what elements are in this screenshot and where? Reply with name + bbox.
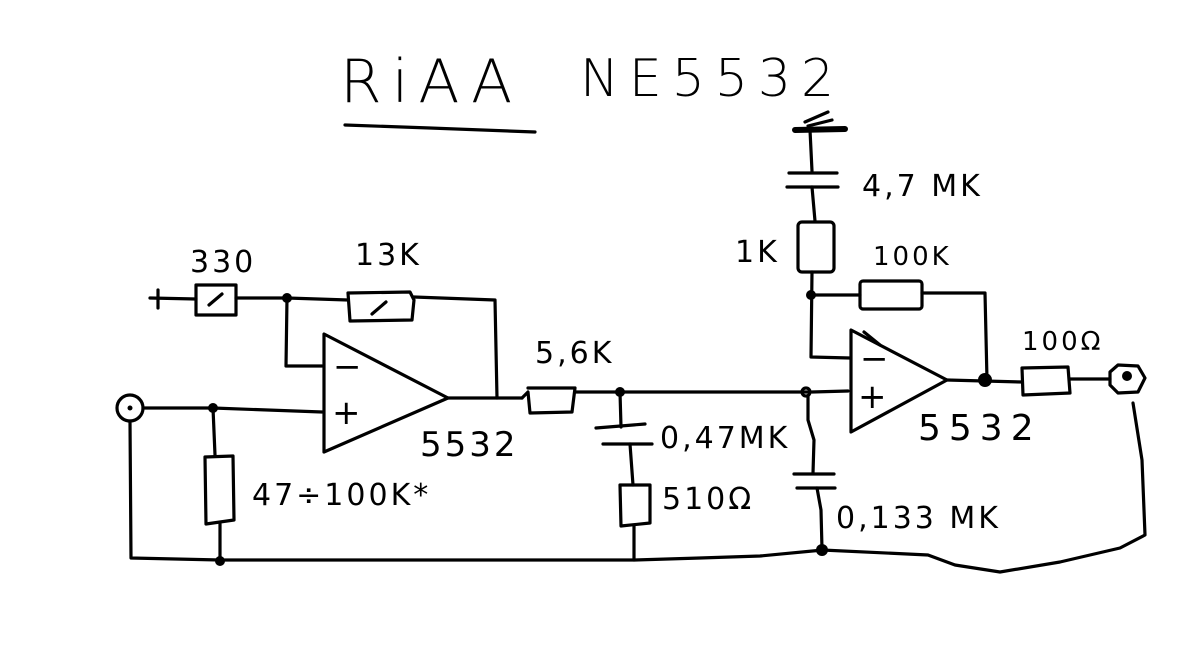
label-c4-7: 4,7 MK: [862, 169, 983, 204]
opamp-1: [322, 332, 450, 454]
wire: [810, 185, 817, 223]
ground-icon: [148, 288, 198, 310]
resistor-13k: [346, 290, 416, 323]
label-r13k: 13K: [355, 238, 422, 273]
output-jack-center: [1122, 371, 1132, 381]
label-r-load: 47÷100K*: [252, 478, 431, 513]
label-r100-ohm: 100Ω: [1022, 327, 1104, 357]
opamp-1-plus: +: [332, 393, 361, 433]
resistor-100-ohm: [1020, 365, 1072, 397]
wire: [806, 394, 816, 475]
label-c0133: 0,133 MK: [836, 501, 1001, 536]
wire: [285, 296, 350, 302]
resistor-13k-mark: [370, 300, 388, 316]
ground-icon: [792, 110, 848, 173]
title-underline: [343, 123, 537, 134]
title-riaa: RiAA: [340, 47, 522, 117]
resistor-1k: [796, 220, 836, 274]
resistor-100k: [858, 279, 924, 311]
label-r100k: 100K: [873, 242, 952, 272]
resistor-510: [618, 483, 652, 528]
label-r330: 330: [190, 245, 256, 280]
opamp-1-label: 5532: [420, 425, 519, 465]
wire: [141, 406, 324, 414]
label-r510: 510Ω: [662, 482, 754, 517]
feedback-wire: [412, 295, 499, 400]
opamp-2-edge: [862, 330, 882, 347]
wire: [815, 486, 824, 551]
wire: [628, 442, 635, 487]
input-jack-center: [127, 405, 133, 411]
resistor-load: [203, 454, 236, 526]
wire: [618, 390, 623, 429]
label-r1k: 1K: [735, 235, 780, 270]
feedback-wire: [920, 291, 989, 382]
resistor-330-mark: [207, 292, 224, 307]
output-jack-icon[interactable]: [1108, 363, 1147, 395]
resistor-330: [194, 283, 238, 317]
label-c047: 0,47MK: [660, 421, 790, 456]
label-r5-6k: 5,6K: [535, 336, 614, 371]
title-chip: NE5532: [580, 49, 844, 109]
opamp-2-label: 5532: [918, 408, 1042, 449]
junction-dot: [978, 373, 992, 387]
opamp-1-minus: −: [333, 347, 362, 387]
wire: [284, 296, 324, 368]
capacitor-047-plate: [594, 422, 647, 430]
junction-dot: [800, 386, 812, 398]
opamp-2-plus: +: [858, 377, 887, 417]
wire: [809, 270, 852, 360]
opamp-2-minus: −: [860, 339, 889, 379]
wire: [211, 406, 217, 457]
wire: [810, 389, 850, 394]
ground-rail-output: [820, 401, 1147, 574]
resistor-5-6k: [520, 386, 577, 415]
opamp-2: [849, 328, 949, 434]
